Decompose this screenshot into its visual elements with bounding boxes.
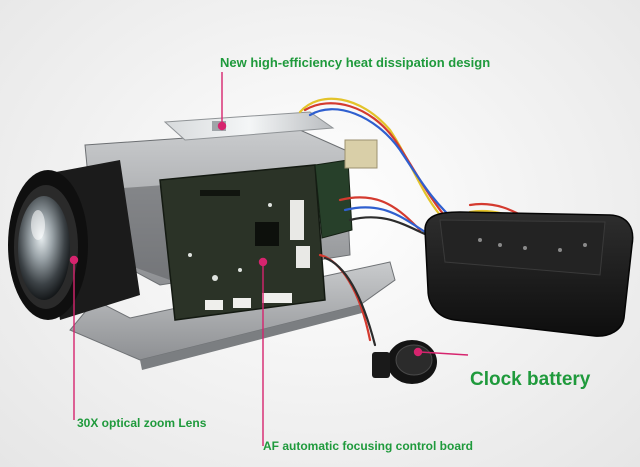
- af-circuit-board: [159, 164, 326, 321]
- lens-glass: [18, 196, 70, 300]
- sensor-board: [314, 159, 353, 239]
- coin-battery-cell: [395, 344, 433, 376]
- base-plate-edge: [140, 305, 362, 370]
- leader-battery: [419, 351, 469, 356]
- heat-dissipation-label: New high-efficiency heat dissipation des…: [220, 55, 491, 70]
- clock-battery-label: Clock battery: [470, 369, 591, 390]
- battery-housing-leds: [478, 238, 587, 252]
- battery-housing-board: [439, 219, 606, 276]
- zoom-lens-label: 30X optical zoom Lens: [77, 416, 207, 430]
- battery-connector: [372, 352, 390, 378]
- af-board-label: AF automatic focusing control board: [263, 439, 474, 453]
- heat-sink: [163, 111, 335, 141]
- lens-highlight: [31, 210, 45, 240]
- ribbon-connector: [344, 139, 378, 169]
- callout-lines: [69, 72, 469, 446]
- board-components: [188, 190, 310, 310]
